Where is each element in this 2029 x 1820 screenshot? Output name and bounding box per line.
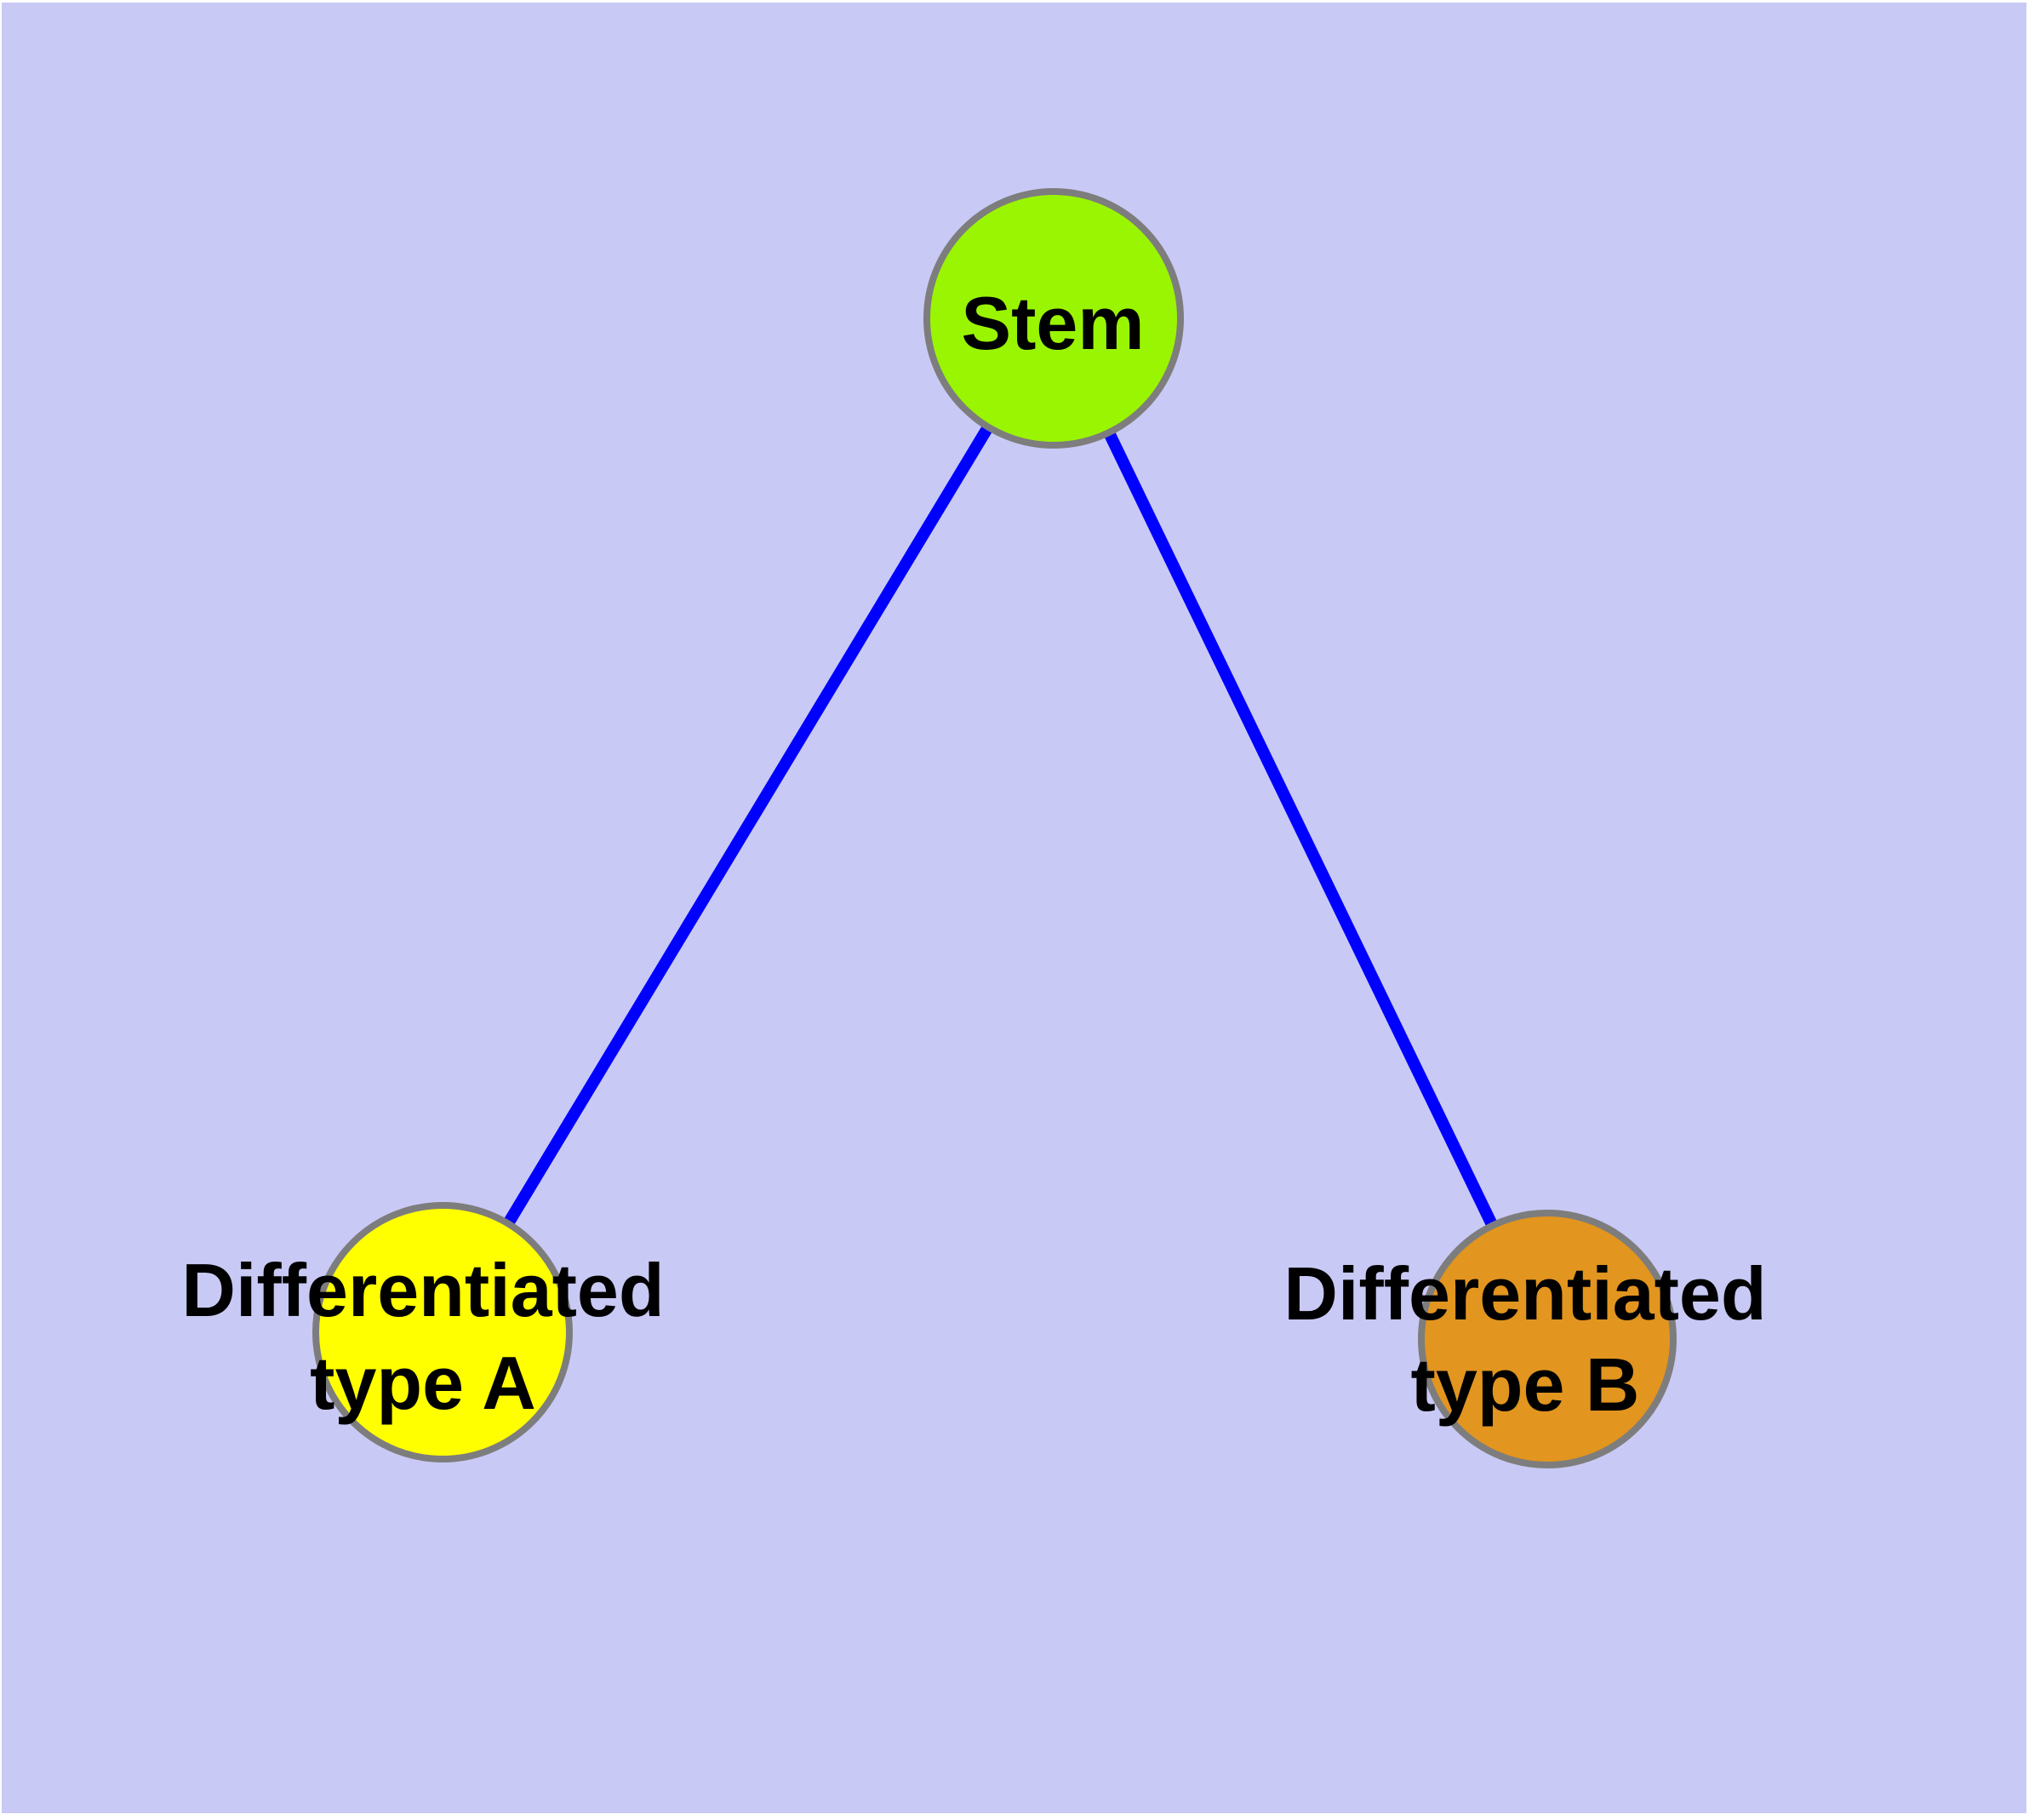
- edge-stem-to-type-b: [1048, 315, 1553, 1342]
- node-type-a-label-line1: Differentiated: [181, 1248, 664, 1332]
- edge-stem-to-type-a: [437, 315, 1059, 1336]
- node-differentiated-type-a[interactable]: [312, 1202, 573, 1462]
- node-type-b-label-line1: Differentiated: [1283, 1251, 1766, 1336]
- node-differentiated-type-b[interactable]: [1418, 1210, 1677, 1468]
- node-stem[interactable]: [923, 188, 1184, 449]
- node-type-a-label-line2: type A: [310, 1341, 536, 1425]
- node-stem-label: Stem: [961, 281, 1144, 365]
- node-type-b-label-line2: type B: [1411, 1342, 1640, 1427]
